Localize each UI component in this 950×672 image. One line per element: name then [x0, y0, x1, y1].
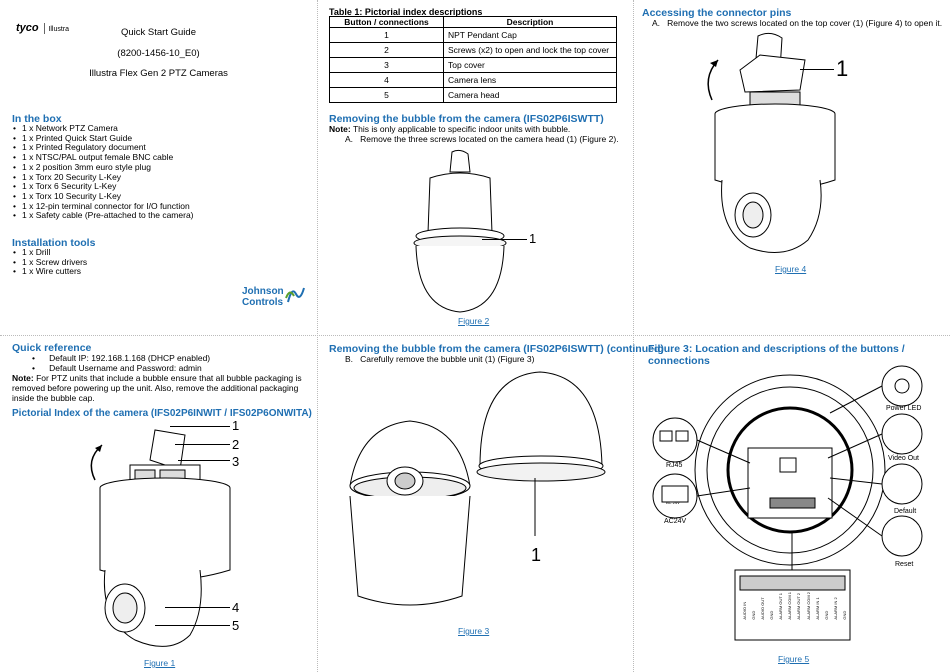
remove-bubble-heading: Removing the bubble from the camera (IFS…	[329, 113, 604, 125]
figure-4-callout-1: 1	[836, 56, 849, 81]
doc-number: (8200-1456-10_E0)	[117, 48, 200, 59]
table-header: Description	[443, 16, 617, 28]
pin-label: GND	[769, 610, 775, 620]
table-1-title: Table 1: Pictorial index descriptions	[329, 7, 483, 17]
remove-bubble-cont-heading: Removing the bubble from the camera (IFS…	[329, 343, 664, 355]
figure-5-heading: Figure 3: Location and descriptions of t…	[648, 343, 905, 367]
figure-4-caption: Figure 4	[775, 264, 807, 274]
figure-2-caption: Figure 2	[458, 316, 490, 326]
list-item: 1 x Torx 20 Security L-Key	[12, 172, 312, 183]
callout-5: 5	[232, 618, 240, 633]
list-item: 1 x Torx 6 Security L-Key	[12, 182, 312, 192]
list-item: 1 x Printed Regulatory document	[12, 143, 312, 153]
quick-ref-item: • Default Username and Password: admin	[32, 363, 202, 373]
callout-2: 2	[232, 437, 240, 452]
rj45-label: RJ45	[666, 462, 683, 469]
default-label: Default	[894, 508, 917, 515]
pin-label: ALARM OUT 1	[778, 592, 784, 620]
callout-1: 1	[232, 418, 240, 433]
figure-3-illustration	[349, 371, 606, 606]
cover-title: Quick Start Guide	[121, 27, 196, 38]
list-item: 1 x Wire cutters	[12, 267, 312, 277]
quick-ref-heading: Quick reference	[12, 342, 92, 354]
list-item: 1 x Torx 10 Security L-Key	[12, 191, 312, 202]
callout-4: 4	[232, 600, 240, 615]
tools-heading: Installation tools	[12, 237, 96, 249]
reset-label: Reset	[895, 561, 914, 568]
terminal-pin-labels: AUDIO IN GND AUDIO OUT GND ALARM OUT 1 A…	[742, 592, 847, 636]
figure-3-caption: Figure 3	[458, 626, 490, 636]
connector-heading: Accessing the connector pins	[642, 7, 792, 19]
list-item: 1 x Printed Quick Start Guide	[12, 133, 312, 144]
quick-ref-note: Note: For PTZ units that include a bubbl…	[12, 373, 302, 403]
johnson-controls-logo: Johnson Controls	[242, 286, 305, 308]
pin-label: ALARM IN 1	[814, 597, 820, 620]
list-item: 1 x 2 position 3mm euro style plug	[12, 162, 312, 173]
list-item: 1 x Drill	[12, 247, 312, 258]
figure-3-callout-1: 1	[531, 545, 542, 565]
remove-bubble-note: Note: This is only applicable to specifi…	[329, 124, 571, 134]
callout-3: 3	[232, 454, 240, 469]
ac24v-label: AC24V	[664, 518, 687, 525]
in-box-heading: In the box	[12, 113, 62, 125]
pin-label: ALARM COM 1	[787, 592, 793, 620]
ac24v-small-label: AC 24V	[666, 500, 680, 505]
figure-5-connections-diagram	[652, 365, 923, 641]
power-led-label: Power LED	[886, 405, 922, 412]
remove-bubble-step: A. Remove the three screws located on th…	[345, 134, 619, 144]
list-item: 1 x Network PTZ Camera	[12, 123, 312, 134]
quick-ref-item: • Default IP: 192.168.1.168 (DHCP enable…	[32, 353, 211, 363]
list-item: 1 x Screw drivers	[12, 257, 312, 268]
in-box-list: 1 x Network PTZ Camera 1 x Printed Quick…	[12, 123, 312, 221]
pin-label: GND	[823, 610, 829, 620]
figure-1-camera-illustration	[90, 429, 231, 647]
table-header-row: Button / connections Description	[329, 16, 617, 28]
connector-step: A. Remove the two screws located on the …	[652, 18, 943, 28]
table-header: Button / connections	[329, 16, 444, 28]
figure-5-caption: Figure 5	[778, 654, 810, 664]
remove-bubble-cont-step: B. Carefully remove the bubble unit (1) …	[345, 354, 535, 364]
jc-swirl-icon	[285, 287, 305, 303]
figure-1-caption: Figure 1	[144, 658, 176, 668]
pin-label: ALARM COM 2	[805, 592, 811, 620]
tyco-logo: tyco Illustra	[16, 22, 70, 34]
list-item: 1 x NTSC/PAL output female BNC cable	[12, 152, 312, 163]
figure-2-callout-1: 1	[529, 231, 537, 246]
pin-label: AUDIO IN	[742, 601, 747, 620]
product-name: Illustra Flex Gen 2 PTZ Cameras	[89, 68, 228, 79]
pin-label: GND	[751, 610, 757, 620]
pin-label: GND	[841, 610, 847, 620]
figure-2-camera-illustration	[413, 149, 507, 313]
tools-list: 1 x Drill 1 x Screw drivers 1 x Wire cut…	[12, 247, 312, 277]
pictorial-heading: Pictorial Index of the camera (IFS02P6IN…	[12, 408, 312, 419]
vertical-fold-line-1	[317, 0, 318, 672]
vertical-fold-line-2	[633, 0, 634, 672]
pin-label: AUDIO OUT	[760, 597, 766, 620]
figure-4-camera-illustration	[707, 32, 836, 253]
list-item: 1 x Safety cable (Pre-attached to the ca…	[12, 211, 312, 221]
pin-label: ALARM OUT 2	[796, 592, 802, 620]
pin-label: ALARM IN 2	[832, 597, 838, 620]
video-out-label: Video Out	[888, 455, 920, 462]
horizontal-fold-line	[0, 335, 950, 336]
list-item: 1 x 12-pin terminal connector for I/O fu…	[12, 201, 312, 212]
